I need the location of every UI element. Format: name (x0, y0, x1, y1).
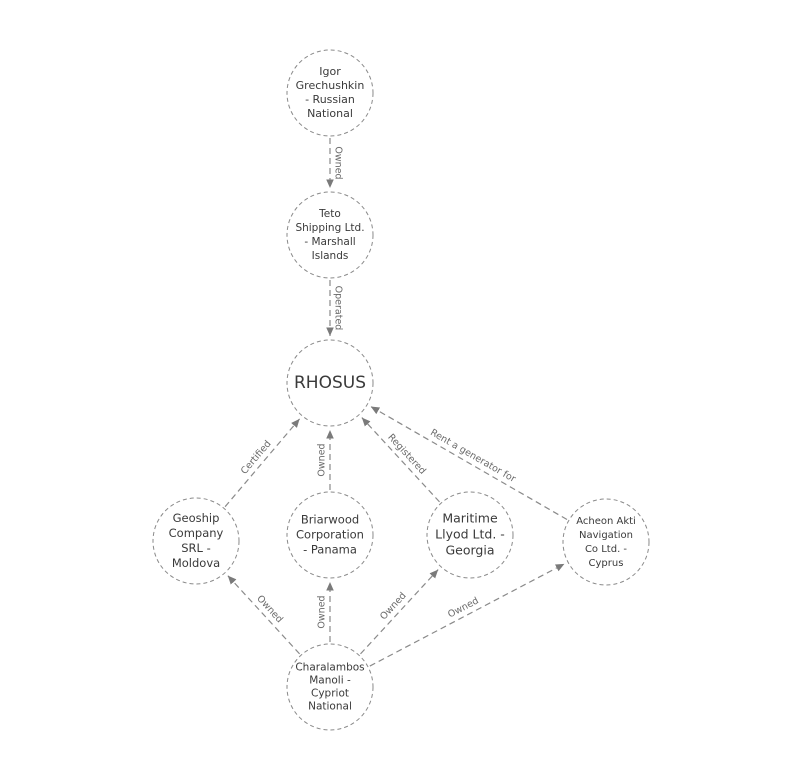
edge-arrow (224, 418, 301, 508)
node-label-line: National (307, 107, 353, 120)
edge-arrow (227, 575, 301, 655)
node-circle (426, 491, 514, 579)
edge-igor-teto: Owned (326, 138, 344, 188)
edge-label: Rent a generator for (428, 427, 517, 485)
node-label-line: Igor (319, 65, 341, 78)
edge-charalambos-acheon: Owned (369, 563, 565, 667)
node-label-line: Shipping Ltd. (295, 222, 364, 234)
node-label-line: National (308, 701, 352, 713)
node-label-line: Cyprus (589, 558, 624, 569)
node-label-line: Co Ltd. - (585, 544, 627, 555)
edge-arrow (361, 417, 440, 503)
node-label-line: Maritime (442, 511, 498, 526)
edge-label: Owned (317, 443, 328, 476)
edge-charalambos-briarwood: Owned (317, 582, 334, 642)
edge-label: Registered (385, 432, 427, 477)
node-label-line: SRL - (181, 541, 211, 555)
node-label-line: - Marshall (304, 236, 355, 248)
edge-geoship-rhosus: Certified (224, 418, 301, 508)
node-label-line: Moldova (172, 556, 220, 570)
edge-label: Certified (239, 439, 274, 477)
node-label-line: - Russian (305, 93, 355, 106)
node-circle (286, 191, 374, 279)
edge-arrow (360, 569, 439, 655)
node-label-line: RHOSUS (294, 373, 366, 393)
edge-label: Owned (317, 595, 328, 628)
node-label-line: Llyod Ltd. - (435, 527, 505, 542)
edge-charalambos-maritime: Owned (360, 569, 439, 655)
node-label-line: Geoship (173, 511, 220, 525)
node-circle (286, 643, 374, 731)
node-circle (286, 491, 374, 579)
node-circle (286, 49, 374, 137)
node-label-line: Corporation (296, 528, 364, 542)
node-label-line: Company (169, 526, 224, 540)
edge-label: Owned (333, 146, 344, 179)
node-label-line: Cypriot (311, 688, 349, 700)
node-label-line: Charalambos (295, 662, 364, 674)
edge-label: Operated (333, 286, 344, 331)
node-label-line: - Panama (303, 543, 357, 557)
node-circle (286, 339, 374, 427)
node-label-line: Grechushkin (296, 79, 365, 92)
edge-teto-rhosus: Operated (326, 280, 344, 336)
node-label-line: Teto (318, 208, 341, 220)
node-rhosus: RHOSUS (286, 339, 374, 427)
node-label-line: Manoli - (309, 675, 351, 687)
node-circle (562, 498, 650, 586)
edge-arrow (370, 405, 568, 521)
node-label-line: Georgia (445, 543, 494, 558)
node-label-line: Acheon Akti (576, 516, 636, 527)
edge-briarwood-rhosus: Owned (317, 430, 334, 490)
node-circle (152, 497, 240, 585)
node-label-line: Islands (312, 250, 349, 262)
node-label-line: Briarwood (301, 513, 359, 527)
node-label-line: Navigation (579, 530, 633, 541)
edge-charalambos-geoship: Owned (227, 575, 301, 655)
edge-arrow (369, 563, 565, 667)
edge-maritime-rhosus: Registered (361, 417, 440, 503)
